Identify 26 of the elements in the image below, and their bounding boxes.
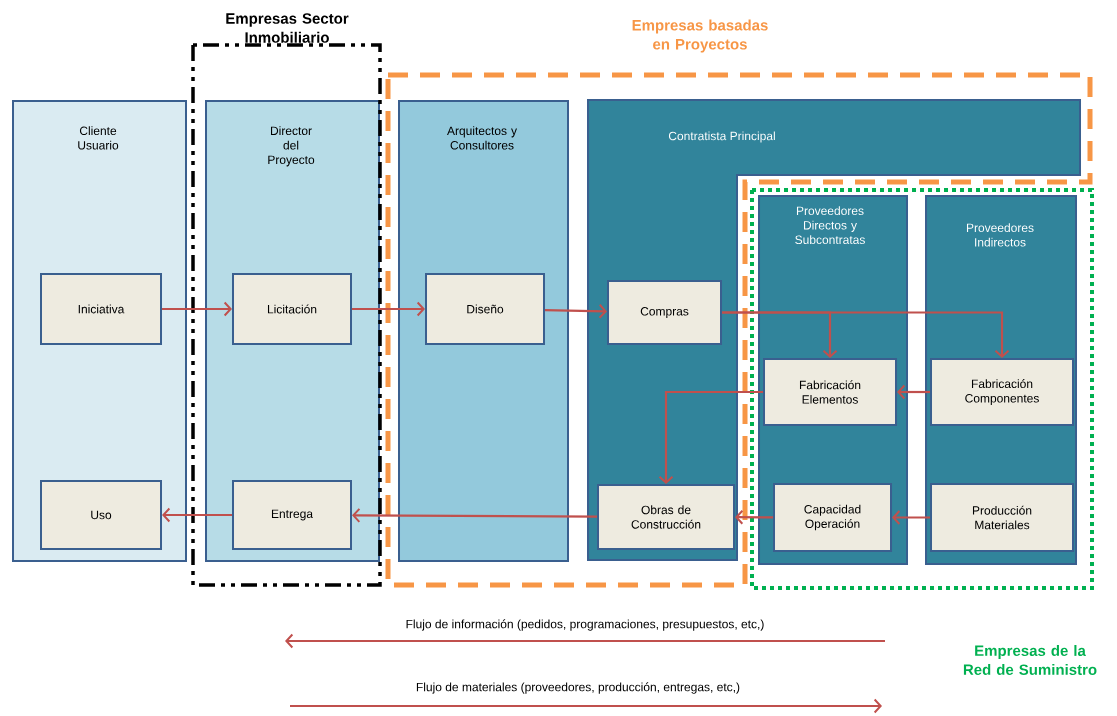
process-box: Diseño	[425, 273, 545, 345]
arrow	[162, 301, 232, 317]
arrow	[352, 507, 597, 523]
arrow	[162, 507, 232, 523]
node-label: Empresas de la Red de Suministro	[963, 645, 1097, 676]
process-box: Capacidad Operación	[773, 483, 892, 552]
process-box: Producción Materiales	[930, 483, 1074, 552]
arrow	[722, 311, 1010, 358]
process-box: Compras	[607, 280, 722, 345]
process-box: Fabricación Elementos	[763, 358, 897, 426]
process-box: Fabricación Componentes	[930, 358, 1074, 426]
node-label: Empresas basadas en Proyectos	[632, 19, 768, 53]
arrow	[735, 509, 773, 525]
process-box: Licitación	[232, 273, 352, 345]
arrow	[352, 301, 425, 317]
process-box: Uso	[40, 480, 162, 550]
arrow	[545, 303, 607, 319]
process-box: Obras de Construcción	[597, 484, 735, 550]
arrow	[892, 510, 930, 525]
node-label: Empresas Sector Inmobiliario	[226, 13, 349, 43]
process-box: Entrega	[232, 480, 352, 550]
process-box: Iniciativa	[40, 273, 162, 345]
arrow	[897, 384, 930, 400]
legend-label: Flujo de información (pedidos, programaciones, presupuestos, etc,)	[404, 618, 766, 632]
arrow	[658, 390, 763, 484]
legend-label: Flujo de materiales (proveedores, producción, entregas, etc,)	[414, 681, 742, 695]
